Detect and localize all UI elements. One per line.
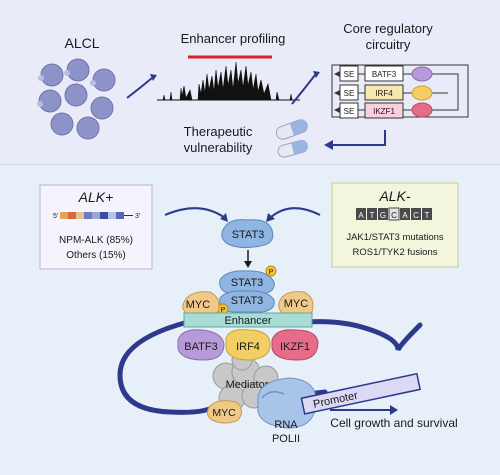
alk-negative-line2: ROS1/TYK2 fusions [352,247,437,258]
svg-text:A: A [358,211,364,220]
svg-text:T: T [425,211,430,220]
alk-positive-box [39,184,153,270]
rna-label-line2: POLII [272,433,300,445]
dna-strand [117,319,423,415]
crc-protein-batf3 [411,66,433,82]
batf3-label: BATF3 [184,341,217,353]
ikzf1-protein [271,329,319,361]
arrow-head [150,74,157,81]
signal-track [157,61,300,101]
stat3-label-upper: STAT3 [231,277,264,289]
rna-polii-inner [261,391,285,399]
svg-text:A: A [402,211,408,220]
svg-text:G: G [380,211,386,220]
svg-text:SE: SE [344,107,355,116]
crc-protein-ikzf1 [411,102,433,118]
svg-text:SE: SE [344,70,355,79]
phospho-left-label: P [221,307,226,314]
arrow-head-2 [313,71,320,78]
batf3-protein [177,329,225,361]
svg-text:IRF4: IRF4 [375,89,393,98]
arrow-head-4 [266,213,275,222]
arrow-alkneg-to-stat3 [269,207,321,219]
therapeutic-line1: Therapeutic [184,124,253,139]
crc-gene-irf4 [364,84,404,101]
enhancer-bar [183,312,313,328]
arrow-head-3 [220,213,228,222]
crc-gene-ikzf1 [364,102,404,119]
arrow-to-profile [126,77,153,99]
arrow-alkpos-to-stat3 [164,207,226,219]
crc-protein-irf4 [411,85,433,101]
stat3-label-top: STAT3 [232,229,265,241]
myc-right [278,291,314,318]
dna-sequence-letters: A T G C A C T [356,207,432,221]
svg-text:C: C [413,211,419,220]
alk-scale-right: 3' [135,213,140,220]
alk-scale-left: 5' [53,213,58,220]
alcl-cells [37,58,116,140]
svg-text:IKZF1: IKZF1 [373,107,395,116]
promoter-box: Promoter [300,372,422,415]
svg-text:C: C [391,211,397,220]
arrow-to-crc [291,74,316,105]
phospho-top-label: P [269,269,274,276]
enhancer-label: Enhancer [224,315,271,327]
pills-icon [275,119,308,158]
ikzf1-label: IKZF1 [280,341,310,353]
alk-positive-line1: NPM-ALK (85%) [59,235,133,246]
outcome-label: Cell growth and survival [330,416,457,430]
rna-label-line1: RNA [274,419,298,431]
irf4-label: IRF4 [236,341,260,353]
myc-left [182,291,220,318]
mediator-label: Mediator [226,379,269,391]
alk-negative-line1: JAK1/STAT3 mutations [346,232,444,243]
svg-text:BATF3: BATF3 [372,70,397,79]
arrow-head-5 [244,261,252,268]
crc-title-line2: circuitry [366,37,411,52]
alcl-label: ALCL [64,35,99,51]
myc-left-label: MYC [186,299,211,311]
npm-alk-gene-bar [60,212,133,219]
alk-positive-title: ALK+ [78,189,114,205]
alk-negative-box [331,182,459,268]
stat3-protein-top [221,219,274,249]
arrow-head-6 [390,405,398,415]
crc-title-line1: Core regulatory [343,21,433,36]
stat3-protein-upper [219,270,275,295]
phospho-top [265,265,277,277]
crc-circuit: SE BATF3 SE IRF4 SE IKZF1 [331,64,469,119]
therapeutic-line2: vulnerability [184,140,253,155]
myc-bottom [206,400,242,424]
alk-positive-line2: Others (15%) [66,250,125,261]
irf4-protein [225,329,271,361]
arrow-back [332,130,386,146]
alk-negative-title: ALK- [378,188,410,204]
myc-right-label: MYC [284,298,309,310]
enhancer-profiling-title: Enhancer profiling [181,31,286,46]
myc-bottom-label: MYC [212,407,236,419]
arrow-back-head [324,140,333,150]
svg-text:SE: SE [344,89,355,98]
svg-text:T: T [370,211,375,220]
crc-gene-batf3 [364,65,404,82]
stat3-label-lower: STAT3 [231,295,264,307]
